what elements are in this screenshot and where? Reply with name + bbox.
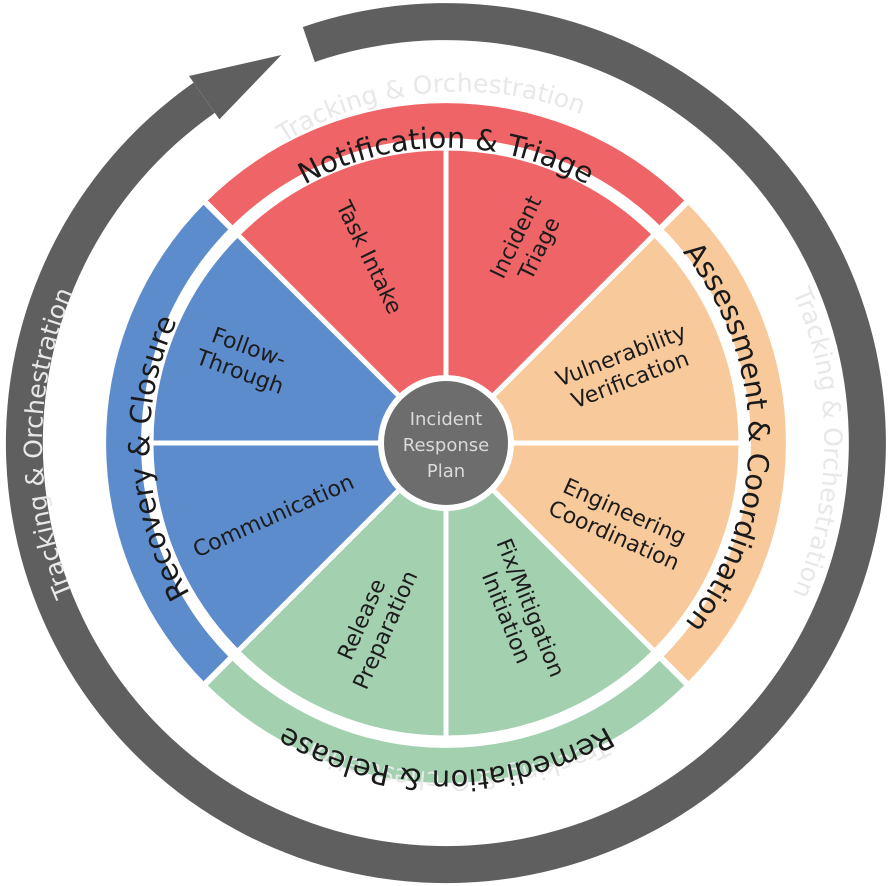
hub-label: Incident Response Plan — [403, 409, 489, 482]
svg-text:Response: Response — [403, 435, 489, 456]
phase-band-3 — [100, 196, 237, 690]
svg-text:Plan: Plan — [427, 461, 465, 482]
activity-wedge-7 — [148, 230, 453, 446]
activity-wedges — [148, 145, 744, 741]
activity-wedge-2 — [439, 230, 744, 446]
hub-circle — [378, 375, 514, 511]
activity-wedge-3 — [439, 440, 744, 656]
svg-text:Incident: Incident — [410, 409, 483, 430]
activity-wedge-1 — [443, 145, 659, 450]
phase-band-ring — [100, 97, 792, 789]
tracking-orchestration-ring — [5, 3, 886, 884]
activity-wedge-5 — [233, 436, 449, 741]
activity-wedge-6 — [148, 440, 453, 656]
activity-wedge-4 — [443, 436, 659, 741]
activity-wedge-0 — [233, 145, 449, 450]
hub-fill — [384, 381, 508, 505]
tracking-ring-arrowhead — [189, 55, 282, 120]
